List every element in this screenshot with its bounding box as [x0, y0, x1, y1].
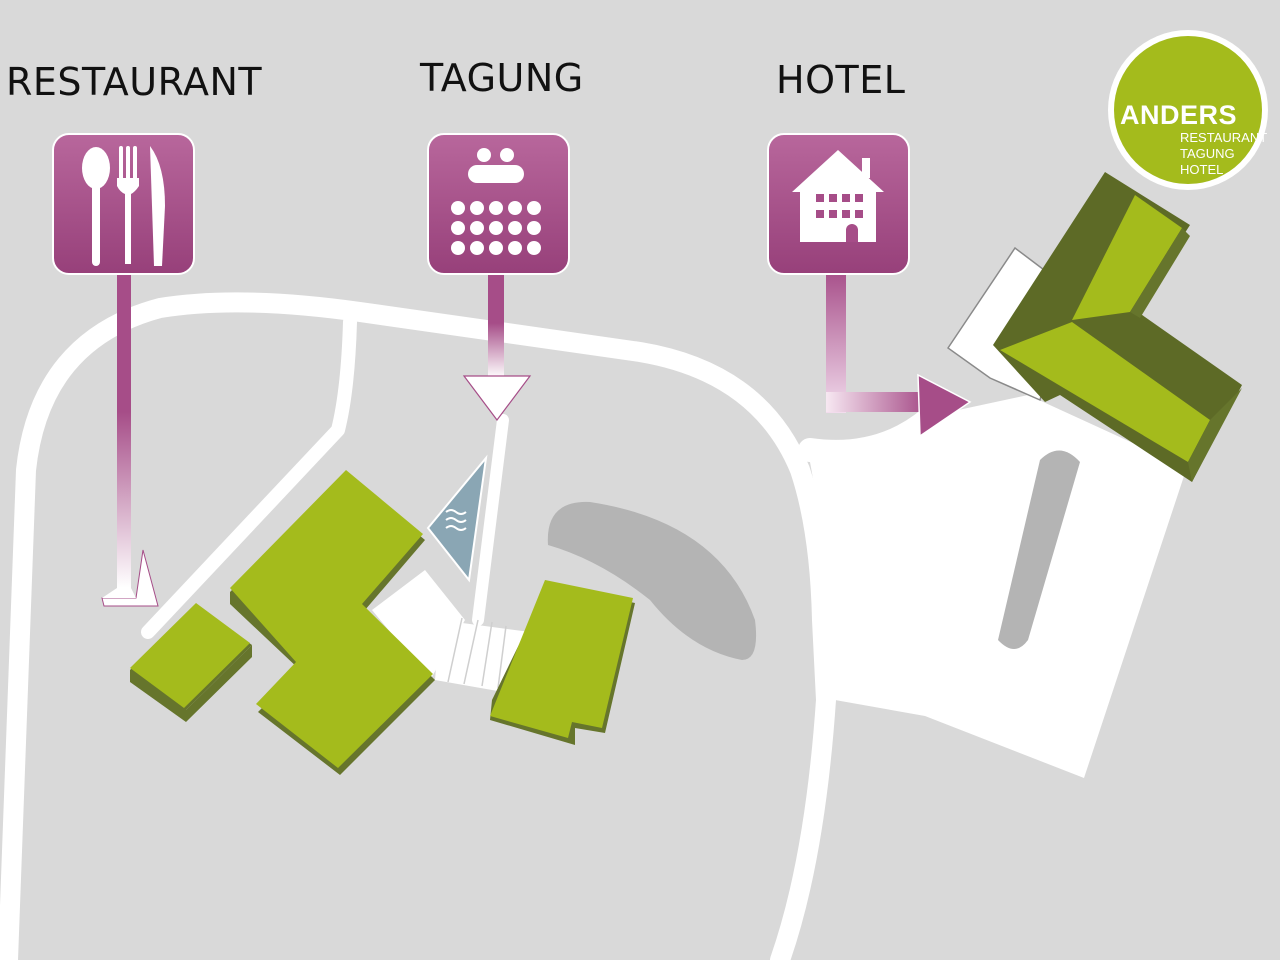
arrow-to-restaurant — [101, 268, 159, 607]
cutlery-icon — [82, 146, 165, 266]
building-hotel — [993, 172, 1242, 482]
restaurant-label: RESTAURANT — [6, 60, 263, 104]
hotel-tile[interactable] — [767, 133, 910, 275]
water-feature — [426, 454, 488, 583]
building-tagung — [490, 580, 635, 745]
water-waves-icon — [445, 509, 467, 531]
logo-line-tagung: TAGUNG — [1180, 146, 1235, 161]
house-icon — [792, 150, 884, 242]
main-road — [0, 292, 836, 960]
side-road-left — [141, 315, 357, 639]
tagung-label: TAGUNG — [420, 56, 584, 100]
tagung-tile[interactable] — [427, 133, 570, 275]
building-restaurant-small — [130, 603, 252, 722]
building-main-complex — [230, 470, 435, 775]
logo-line-hotel: HOTEL — [1180, 162, 1224, 177]
hotel-label: HOTEL — [776, 58, 906, 102]
hotel-grounds — [810, 395, 1184, 778]
logo-brand-text: ANDERS — [1120, 100, 1238, 130]
arrow-to-hotel — [826, 268, 972, 438]
parking-area-hotel — [998, 450, 1080, 649]
arrow-to-tagung — [462, 268, 532, 421]
conference-seating-icon — [451, 148, 541, 255]
footpath-to-tagung — [472, 414, 509, 626]
anders-logo — [1108, 30, 1268, 190]
restaurant-tile[interactable] — [52, 133, 195, 275]
parking-area-center — [547, 501, 757, 660]
logo-line-restaurant: RESTAURANT — [1180, 130, 1268, 145]
